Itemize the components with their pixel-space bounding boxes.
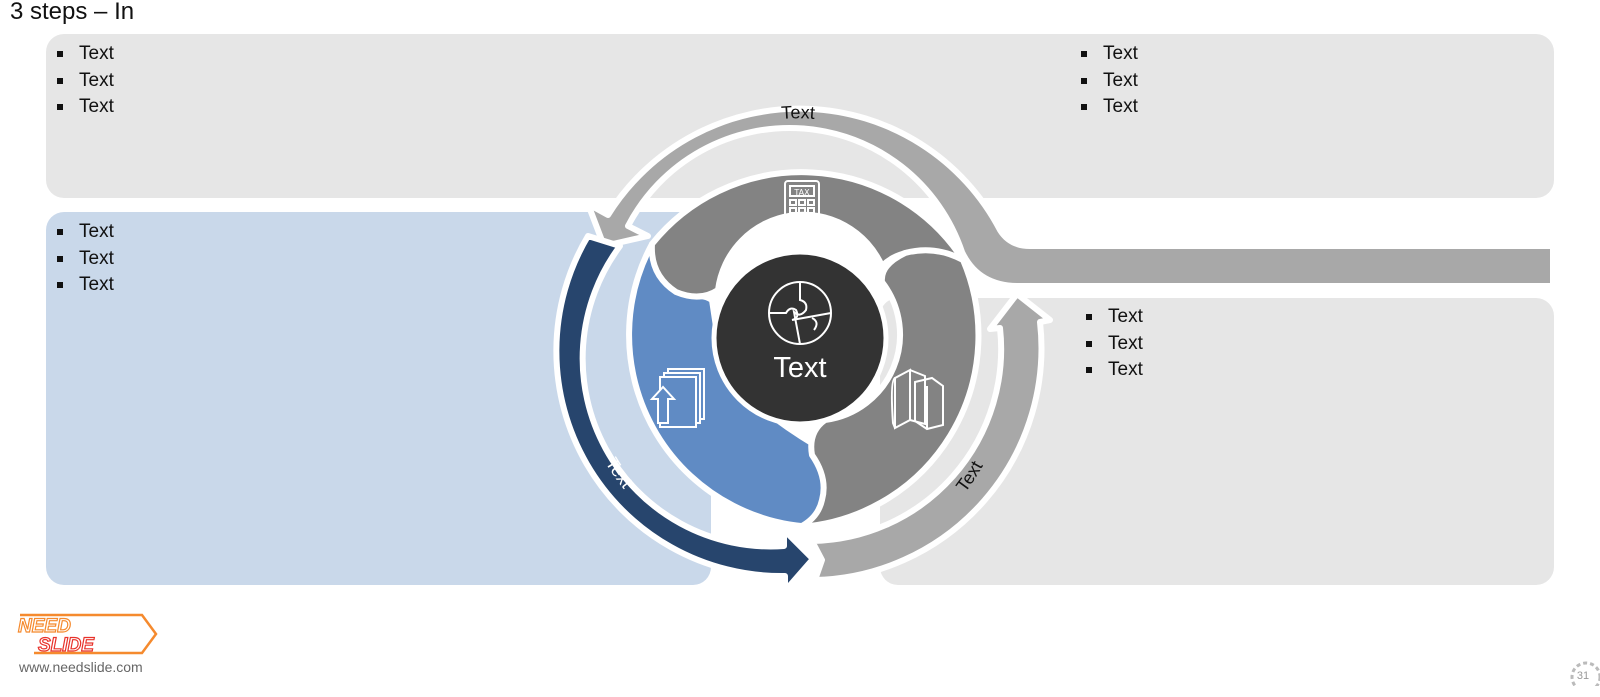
puzzle-globe-icon bbox=[768, 281, 832, 345]
right-cycle-arrow bbox=[809, 291, 1053, 583]
bullet-item: Text bbox=[57, 68, 114, 95]
bullet-item: Text bbox=[57, 272, 114, 299]
bottom-right-bullet-list: Text Text Text bbox=[1086, 304, 1143, 384]
top-arrow-label: Text bbox=[781, 102, 816, 123]
bullet-item: Text bbox=[1086, 304, 1143, 331]
bullet-item: Text bbox=[57, 94, 114, 121]
slide-title: 3 steps – In bbox=[10, 0, 135, 25]
left-cycle-arrow bbox=[553, 233, 816, 594]
bullet-item: Text bbox=[1086, 357, 1143, 384]
top-right-bullet-list: Text Text Text bbox=[1081, 41, 1138, 121]
needslide-logo: NEED SLIDE bbox=[17, 613, 158, 656]
bullet-item: Text bbox=[57, 219, 114, 246]
logo-word-need: NEED bbox=[18, 616, 71, 637]
bullet-item: Text bbox=[1086, 331, 1143, 358]
books-icon bbox=[890, 368, 944, 431]
center-circle bbox=[711, 249, 889, 427]
documents-upload-icon bbox=[649, 368, 705, 428]
bullet-item: Text bbox=[57, 41, 114, 68]
center-label: Text bbox=[773, 352, 826, 384]
right-gray-cycle-segment bbox=[797, 247, 982, 530]
top-gray-cycle-segment bbox=[648, 169, 966, 300]
bullet-item: Text bbox=[1081, 41, 1138, 68]
bullet-item: Text bbox=[57, 246, 114, 273]
top-cycle-arrow bbox=[585, 105, 1556, 289]
page-number: 31 bbox=[1576, 670, 1590, 682]
logo-word-slide: SLIDE bbox=[38, 635, 95, 656]
svg-text:TAX: TAX bbox=[793, 188, 810, 197]
top-left-bullet-list: Text Text Text bbox=[57, 41, 114, 121]
bullet-item: Text bbox=[1081, 94, 1138, 121]
footer-url: www.needslide.com bbox=[19, 659, 143, 675]
gear-icon bbox=[1570, 661, 1600, 686]
bottom-left-bullet-list: Text Text Text bbox=[57, 219, 114, 299]
calculator-tax-icon: TAX bbox=[784, 180, 820, 227]
bullet-item: Text bbox=[1081, 68, 1138, 95]
svg-text:Text: Text bbox=[781, 102, 816, 123]
